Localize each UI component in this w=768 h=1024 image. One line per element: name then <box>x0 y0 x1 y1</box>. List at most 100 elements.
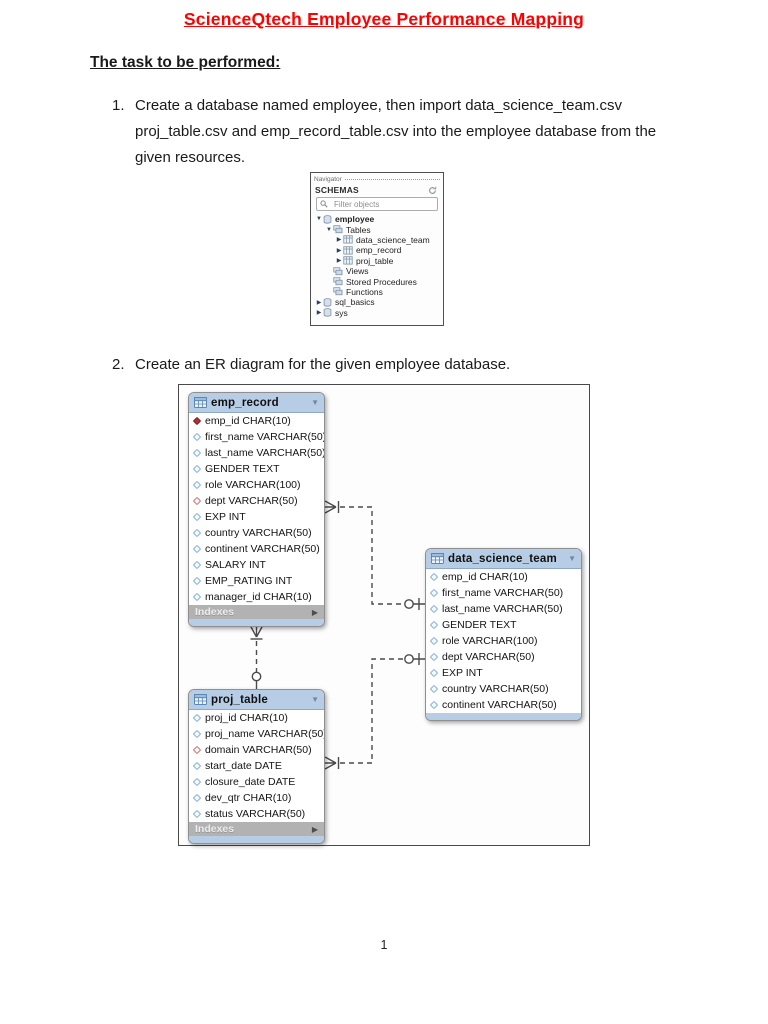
table-icon <box>343 246 353 255</box>
column-icon <box>192 512 202 522</box>
field-row-country: country VARCHAR(50) <box>189 525 324 541</box>
indexes-footer[interactable]: Indexes ▶ <box>189 605 324 619</box>
column-icon <box>192 432 202 442</box>
stored-procedures-icon <box>333 277 343 286</box>
table-icon <box>194 694 207 705</box>
sidebar-item-proj-table[interactable]: ▶ proj_table <box>311 256 443 266</box>
field-row-gender: GENDER TEXT <box>426 617 581 633</box>
field-row-emp_rating: EMP_RATING INT <box>189 573 324 589</box>
field-row-salary: SALARY INT <box>189 557 324 573</box>
mysql-navigator-panel: Navigator SCHEMAS Filter objects ▼employ… <box>310 172 444 326</box>
field-label: SALARY INT <box>205 559 266 571</box>
indexes-label: Indexes <box>195 823 235 835</box>
field-row-status: status VARCHAR(50) <box>189 806 324 822</box>
table-icon <box>431 553 444 564</box>
table-bottom-strip <box>189 836 324 843</box>
table-bottom-strip <box>426 713 581 720</box>
table-header-proj_table[interactable]: proj_table ▼ <box>189 690 324 710</box>
field-row-proj_id: proj_id CHAR(10) <box>189 710 324 726</box>
column-icon <box>429 604 439 614</box>
field-row-last_name: last_name VARCHAR(50) <box>189 445 324 461</box>
sidebar-item-sys[interactable]: ▶sys <box>311 308 443 318</box>
document-title: ScienceQtech Employee Performance Mappin… <box>183 9 585 29</box>
field-label: proj_name VARCHAR(50) <box>205 728 325 740</box>
column-icon <box>192 528 202 538</box>
chevron-down-icon[interactable]: ▼ <box>311 695 319 704</box>
expand-right-icon[interactable]: ▶ <box>311 607 318 617</box>
schema-tree: ▼employee▼Tables▶data_science_team▶emp_r… <box>311 213 443 318</box>
chevron-down-icon[interactable]: ▼ <box>568 554 576 563</box>
sidebar-item-views[interactable]: Views <box>311 266 443 276</box>
indexes-footer[interactable]: Indexes ▶ <box>189 822 324 836</box>
chevron-right-icon[interactable]: ▶ <box>316 299 322 306</box>
field-row-continent: continent VARCHAR(50) <box>426 697 581 713</box>
field-row-last_name: last_name VARCHAR(50) <box>426 601 581 617</box>
column-icon <box>192 745 202 755</box>
field-row-proj_name: proj_name VARCHAR(50) <box>189 726 324 742</box>
field-label: last_name VARCHAR(50) <box>442 603 563 615</box>
chevron-right-icon[interactable]: ▶ <box>336 237 342 244</box>
column-icon <box>192 713 202 723</box>
column-icon <box>429 620 439 630</box>
table-bottom-strip <box>189 619 324 626</box>
column-icon <box>192 560 202 570</box>
table-icon <box>343 235 353 244</box>
search-icon <box>320 200 328 208</box>
schema-icon <box>323 298 332 307</box>
field-label: EXP INT <box>205 511 246 523</box>
field-label: GENDER TEXT <box>442 619 517 631</box>
column-icon <box>192 464 202 474</box>
tree-item-label: Views <box>346 266 369 277</box>
sidebar-item-stored-procedures[interactable]: Stored Procedures <box>311 276 443 287</box>
chevron-down-icon[interactable]: ▼ <box>311 398 319 407</box>
schema-icon <box>323 308 332 317</box>
table-header-emp_record[interactable]: emp_record▼ <box>189 393 324 413</box>
field-label: role VARCHAR(100) <box>205 479 301 491</box>
field-label: first_name VARCHAR(50) <box>442 587 564 599</box>
column-icon <box>429 636 439 646</box>
er-table-proj_table: proj_table ▼ proj_id CHAR(10) proj_name VAR… <box>188 689 325 844</box>
column-icon <box>192 576 202 586</box>
er-diagram: emp_record▼emp_id CHAR(10)first_name VAR… <box>178 384 590 846</box>
chevron-right-icon[interactable]: ▶ <box>316 310 322 317</box>
tree-item-label: proj_table <box>356 255 394 266</box>
refresh-icon[interactable] <box>428 186 437 195</box>
indexes-label: Indexes <box>195 606 235 618</box>
column-icon <box>429 572 439 582</box>
sidebar-item-emp-record[interactable]: ▶emp_record <box>311 245 443 255</box>
field-row-exp: EXP INT <box>426 665 581 681</box>
field-row-manager_id: manager_id CHAR(10) <box>189 589 324 605</box>
relation-emp-record-data-science-team <box>324 500 425 610</box>
field-row-role: role VARCHAR(100) <box>426 633 581 649</box>
field-row-country: country VARCHAR(50) <box>426 681 581 697</box>
field-label: GENDER TEXT <box>205 463 280 475</box>
sidebar-item-functions[interactable]: Functions <box>311 287 443 297</box>
chevron-right-icon[interactable]: ▶ <box>336 247 342 254</box>
chevron-down-icon[interactable]: ▼ <box>326 226 332 233</box>
sidebar-item-employee[interactable]: ▼employee <box>311 214 443 224</box>
primary-key-icon <box>192 416 202 426</box>
column-icon <box>192 544 202 554</box>
table-header-data_science_team[interactable]: data_science_team▼ <box>426 549 581 569</box>
page-number: 1 <box>380 938 388 952</box>
column-icon <box>192 480 202 490</box>
field-label: country VARCHAR(50) <box>205 527 312 539</box>
sidebar-item-sql-basics[interactable]: ▶sql_basics <box>311 297 443 307</box>
schemas-header-row: SCHEMAS <box>311 184 443 195</box>
sidebar-item-tables[interactable]: ▼Tables <box>311 224 443 235</box>
filter-objects-input[interactable]: Filter objects <box>316 197 438 211</box>
relation-emp-record-proj-table <box>249 625 264 689</box>
sidebar-item-data-science-team[interactable]: ▶data_science_team <box>311 235 443 245</box>
column-icon <box>429 668 439 678</box>
chevron-down-icon[interactable]: ▼ <box>316 216 322 223</box>
field-row-exp: EXP INT <box>189 509 324 525</box>
chevron-right-icon[interactable]: ▶ <box>336 258 342 265</box>
field-label: proj_id CHAR(10) <box>205 712 288 724</box>
field-label: start_date DATE <box>205 760 282 772</box>
task-item-2: 2. Create an ER diagram for the given em… <box>112 352 678 378</box>
field-row-closure_date: closure_date DATE <box>189 774 324 790</box>
expand-right-icon[interactable]: ▶ <box>311 824 318 834</box>
task-item-1: 1. Create a database named employee, the… <box>112 93 678 171</box>
table-title: proj_table <box>211 693 268 706</box>
field-label: dept VARCHAR(50) <box>205 495 298 507</box>
